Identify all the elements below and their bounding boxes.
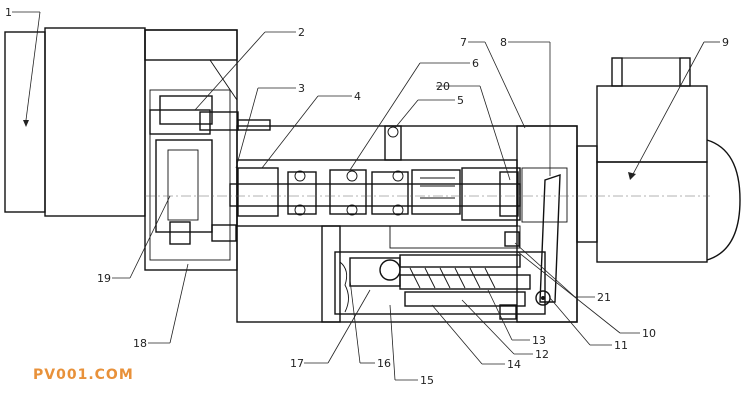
main-spool [229,167,521,221]
solenoid-coil [576,57,741,263]
callout-10: 10 [642,327,656,340]
callout-6: 6 [472,57,479,70]
callout-4: 4 [354,90,361,103]
valve-body [236,125,578,323]
callout-labels: 1 2 3 4 5 6 7 8 9 10 11 12 13 14 15 16 1… [5,6,729,387]
callout-18: 18 [133,337,147,350]
callout-14: 14 [507,358,521,371]
callout-12: 12 [535,348,549,361]
callout-3: 3 [298,82,305,95]
callout-8: 8 [500,36,507,49]
callout-21: 21 [597,291,611,304]
callout-13: 13 [532,334,546,347]
callout-1: 1 [5,6,12,19]
coupling-assembly [149,95,271,245]
callout-15: 15 [420,374,434,387]
callout-5: 5 [457,94,464,107]
callout-20: 20 [436,80,450,93]
callout-16: 16 [377,357,391,370]
callout-7: 7 [460,36,467,49]
solenoid-housing [516,125,578,323]
leader-lines [12,11,720,381]
callout-2: 2 [298,26,305,39]
callout-9: 9 [722,36,729,49]
callout-11: 11 [614,339,628,352]
callout-19: 19 [97,272,111,285]
callout-17: 17 [290,357,304,370]
watermark-text: PV001.COM [33,367,134,383]
spring-assembly [339,231,531,320]
